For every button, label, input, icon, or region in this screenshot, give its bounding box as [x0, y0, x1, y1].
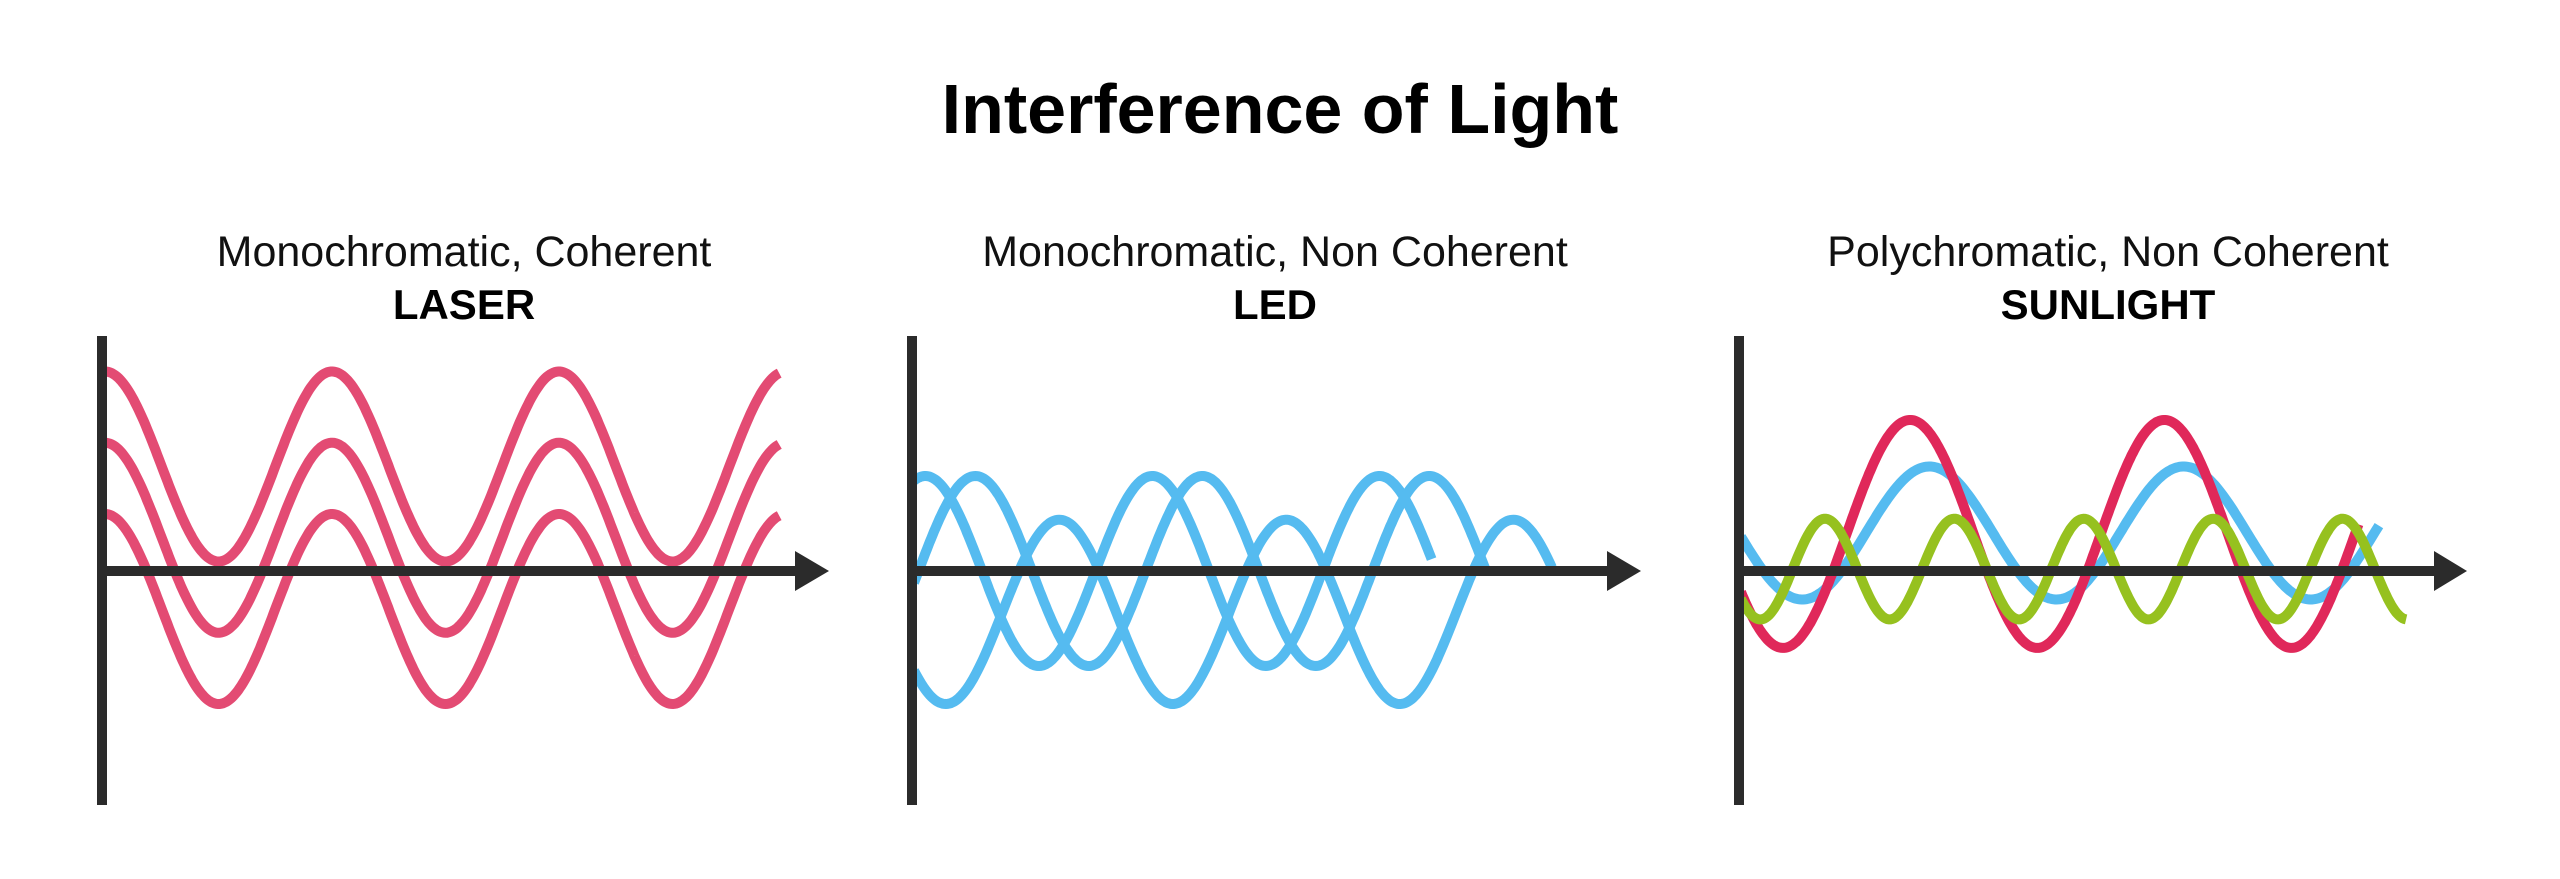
wave-led-3 [909, 514, 1557, 710]
wave-sunlight-3 [1736, 513, 2408, 625]
wave-laser-2 [104, 437, 782, 638]
led-waves [909, 470, 1557, 710]
laser-waves [104, 366, 782, 710]
laser-x-axis-arrow-icon [795, 551, 829, 591]
panel-sunlight: Polychromatic, Non Coherent SUNLIGHT [1734, 228, 2467, 805]
panel-laser: Monochromatic, Coherent LASER [97, 228, 829, 805]
panel-laser-name: LASER [393, 281, 535, 328]
panel-sunlight-name: SUNLIGHT [2001, 281, 2216, 328]
diagram-title: Interference of Light [942, 70, 1619, 148]
wave-led-2 [909, 470, 1491, 672]
panel-sunlight-subtitle: Polychromatic, Non Coherent [1827, 228, 2389, 276]
wave-laser-1 [104, 366, 782, 567]
wave-laser-3 [104, 509, 782, 710]
panel-laser-subtitle: Monochromatic, Coherent [217, 228, 712, 276]
panel-led-subtitle: Monochromatic, Non Coherent [982, 228, 1568, 276]
led-x-axis-arrow-icon [1607, 551, 1641, 591]
sunlight-x-axis-arrow-icon [2434, 551, 2467, 591]
panel-led: Monochromatic, Non Coherent LED [907, 228, 1641, 805]
sunlight-waves [1736, 415, 2408, 653]
panel-led-name: LED [1233, 281, 1317, 328]
